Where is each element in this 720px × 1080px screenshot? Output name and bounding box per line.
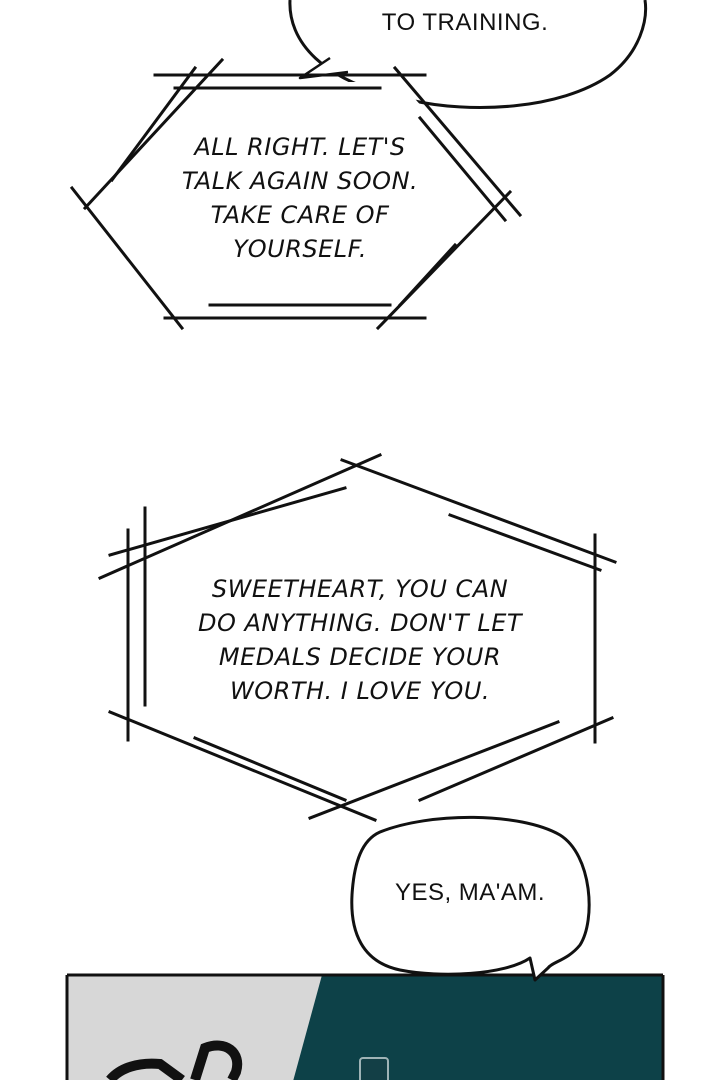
reply-speech-text: YES, MA'AM. <box>394 879 546 906</box>
bottom-panel <box>65 973 665 1080</box>
reply-speech-bubble <box>350 815 591 982</box>
hex-frame-2 <box>98 453 617 822</box>
hex-message-1-text: ALL RIGHT. LET'S TALK AGAIN SOON. TAKE C… <box>181 133 419 263</box>
hex-message-2-text: SWEETHEART, YOU CAN DO ANYTHING. DON'T L… <box>197 575 523 705</box>
top-speech-bubble <box>288 0 648 110</box>
hex-frame-1 <box>69 57 523 331</box>
top-speech-text: TO TRAINING. <box>381 9 549 36</box>
